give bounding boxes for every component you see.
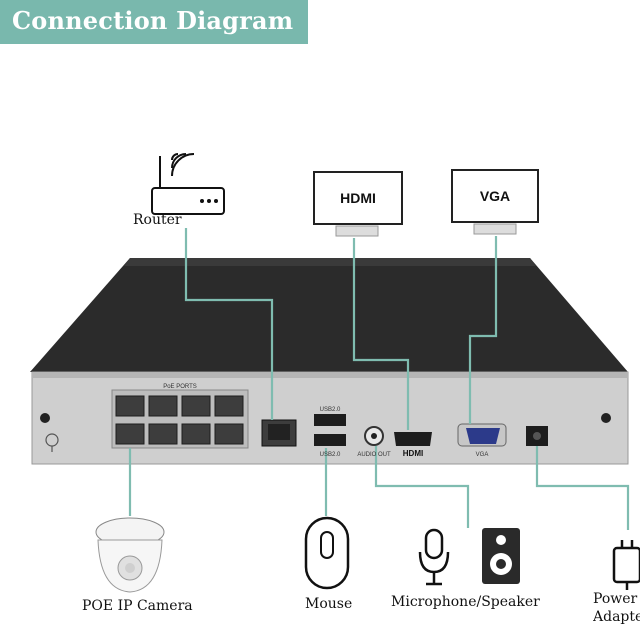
camera-label: POE IP Camera xyxy=(82,598,193,614)
dome-camera-icon xyxy=(95,517,165,593)
mouse-icon xyxy=(304,516,350,590)
router-label: Router xyxy=(133,212,182,228)
nvr-top xyxy=(30,258,628,372)
speaker-icon xyxy=(482,528,520,584)
usb-port-bottom xyxy=(314,434,346,446)
vga-monitor-icon xyxy=(451,169,539,235)
vga-port-label: VGA xyxy=(476,452,489,458)
poe-ports-label: PoE PORTS xyxy=(163,384,197,390)
poe-ports xyxy=(115,395,244,445)
cables xyxy=(128,228,630,530)
hdmi-monitor-icon xyxy=(313,171,403,237)
vga-port xyxy=(466,428,500,444)
power-plug-icon xyxy=(612,540,640,590)
router-icon xyxy=(151,153,225,215)
audio-out-label: AUDIO OUT xyxy=(357,452,391,458)
usb-top-label: USB2.0 xyxy=(320,407,341,413)
power-label: Power Adapter xyxy=(593,591,640,625)
hdmi-port xyxy=(394,432,432,446)
title-banner: Connection Diagram xyxy=(0,0,308,44)
hdmi-port-label: HDMI xyxy=(403,449,423,458)
microphone-icon xyxy=(418,528,450,586)
usb-port-top xyxy=(314,414,346,426)
usb-bottom-label: USB2.0 xyxy=(320,452,341,458)
audio-label: Microphone/Speaker xyxy=(391,594,540,610)
vga-monitor-label: VGA xyxy=(480,188,510,204)
mouse-label: Mouse xyxy=(305,596,353,612)
page-title: Connection Diagram xyxy=(12,6,294,35)
hdmi-monitor-label: HDMI xyxy=(340,190,376,206)
